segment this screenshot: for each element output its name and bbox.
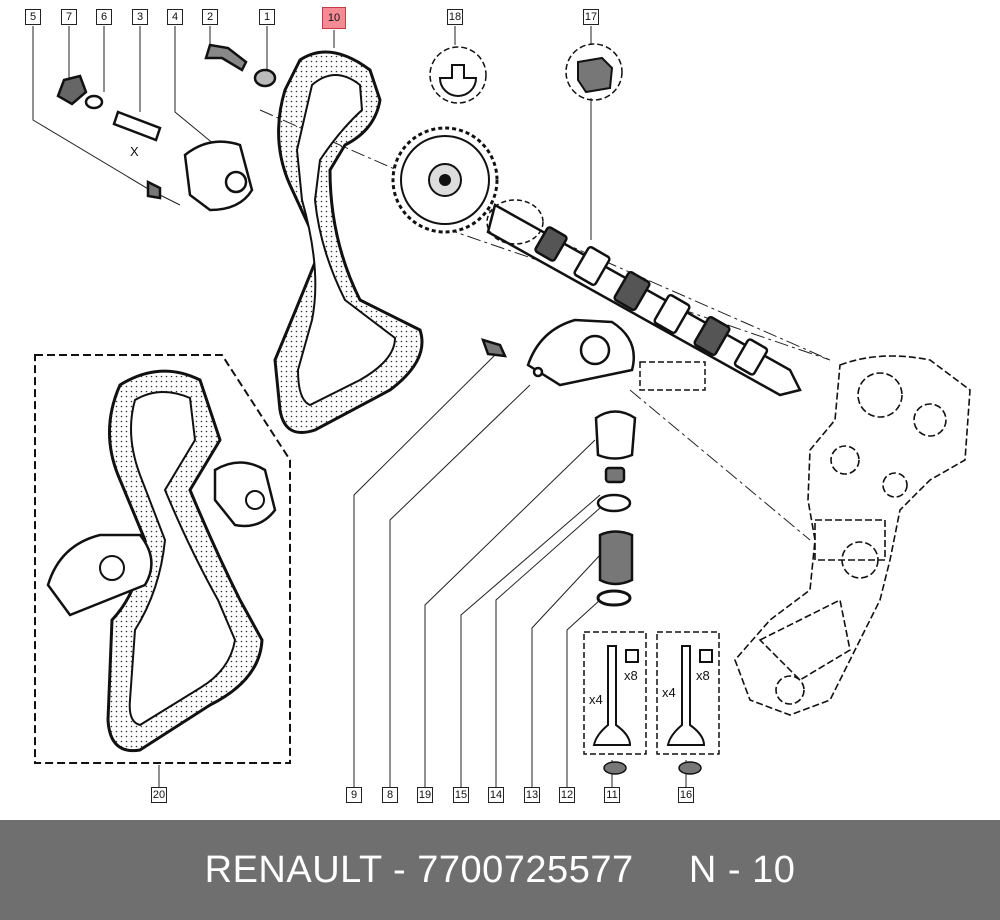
- callout-15[interactable]: 15: [453, 787, 469, 803]
- detail-18-key: [429, 46, 487, 104]
- engine-outline: [734, 355, 971, 716]
- valve-qty-inlet: x4: [589, 692, 603, 707]
- seal-11: [603, 761, 627, 775]
- timing-belt-diagram: X x4 x8 x4 x8: [32, 26, 971, 787]
- valve-components: [594, 410, 637, 607]
- footer-bar: RENAULT - 7700725577 N - 10: [0, 820, 1000, 920]
- x-mark: X: [130, 144, 139, 159]
- callout-20[interactable]: 20: [151, 787, 167, 803]
- kit-box-20: [34, 354, 291, 764]
- callout-18[interactable]: 18: [447, 9, 463, 25]
- timing-belt-kit: [46, 369, 277, 753]
- callout-17[interactable]: 17: [583, 9, 599, 25]
- callout-9[interactable]: 9: [346, 787, 362, 803]
- keeper-qty-exhaust: x8: [696, 668, 710, 683]
- callout-13[interactable]: 13: [524, 787, 540, 803]
- callout-3[interactable]: 3: [132, 9, 148, 25]
- callout-11[interactable]: 11: [604, 787, 620, 803]
- idler-plate: [480, 318, 635, 387]
- callout-7[interactable]: 7: [61, 9, 77, 25]
- part-number-caption: RENAULT - 7700725577 N - 10: [204, 848, 796, 891]
- callout-1[interactable]: 1: [259, 9, 275, 25]
- keeper-qty-inlet: x8: [624, 668, 638, 683]
- valve-group-exhaust: [656, 631, 720, 755]
- seal-16: [678, 761, 702, 775]
- detail-17-cam-lobe: [565, 43, 623, 101]
- callout-10-highlighted[interactable]: 10: [322, 7, 346, 29]
- callout-19[interactable]: 19: [417, 787, 433, 803]
- valve-group-inlet: [583, 631, 647, 755]
- camshaft-sprocket: [391, 126, 499, 234]
- tensioner-assembly: [56, 43, 277, 212]
- detail-box-tappet: [639, 361, 706, 391]
- callout-12[interactable]: 12: [559, 787, 575, 803]
- callout-2[interactable]: 2: [202, 9, 218, 25]
- camshaft: [486, 203, 802, 397]
- callout-4[interactable]: 4: [167, 9, 183, 25]
- callout-8[interactable]: 8: [382, 787, 398, 803]
- timing-belt: [273, 50, 424, 434]
- camshaft-end-detail: [486, 199, 544, 245]
- valve-qty-exhaust: x4: [662, 685, 676, 700]
- callout-6[interactable]: 6: [96, 9, 112, 25]
- callout-14[interactable]: 14: [488, 787, 504, 803]
- callout-5[interactable]: 5: [25, 9, 41, 25]
- callout-16[interactable]: 16: [678, 787, 694, 803]
- leader-lines: [32, 26, 687, 787]
